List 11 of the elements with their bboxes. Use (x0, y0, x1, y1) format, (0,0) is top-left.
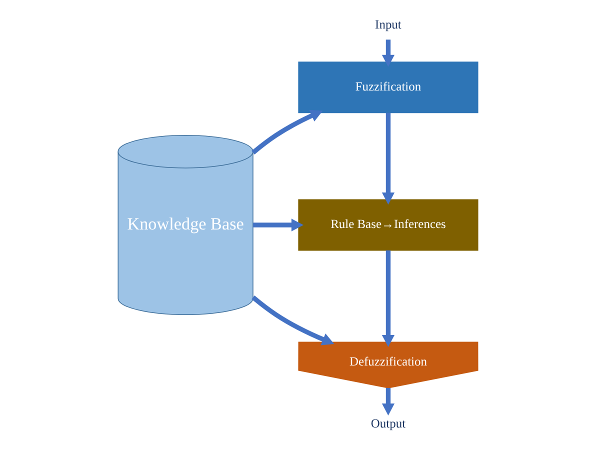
arrow (382, 250, 395, 348)
arrow (382, 112, 395, 205)
arrow (252, 296, 334, 346)
node-text: Output (370, 416, 406, 431)
node-box: Rule Base→Inferences (298, 199, 478, 251)
node-text: Input (375, 17, 402, 32)
arrow (252, 110, 323, 154)
arrow (382, 388, 395, 416)
arrow (382, 40, 395, 67)
arrow (253, 218, 304, 232)
node-box: Fuzzification (298, 62, 478, 114)
